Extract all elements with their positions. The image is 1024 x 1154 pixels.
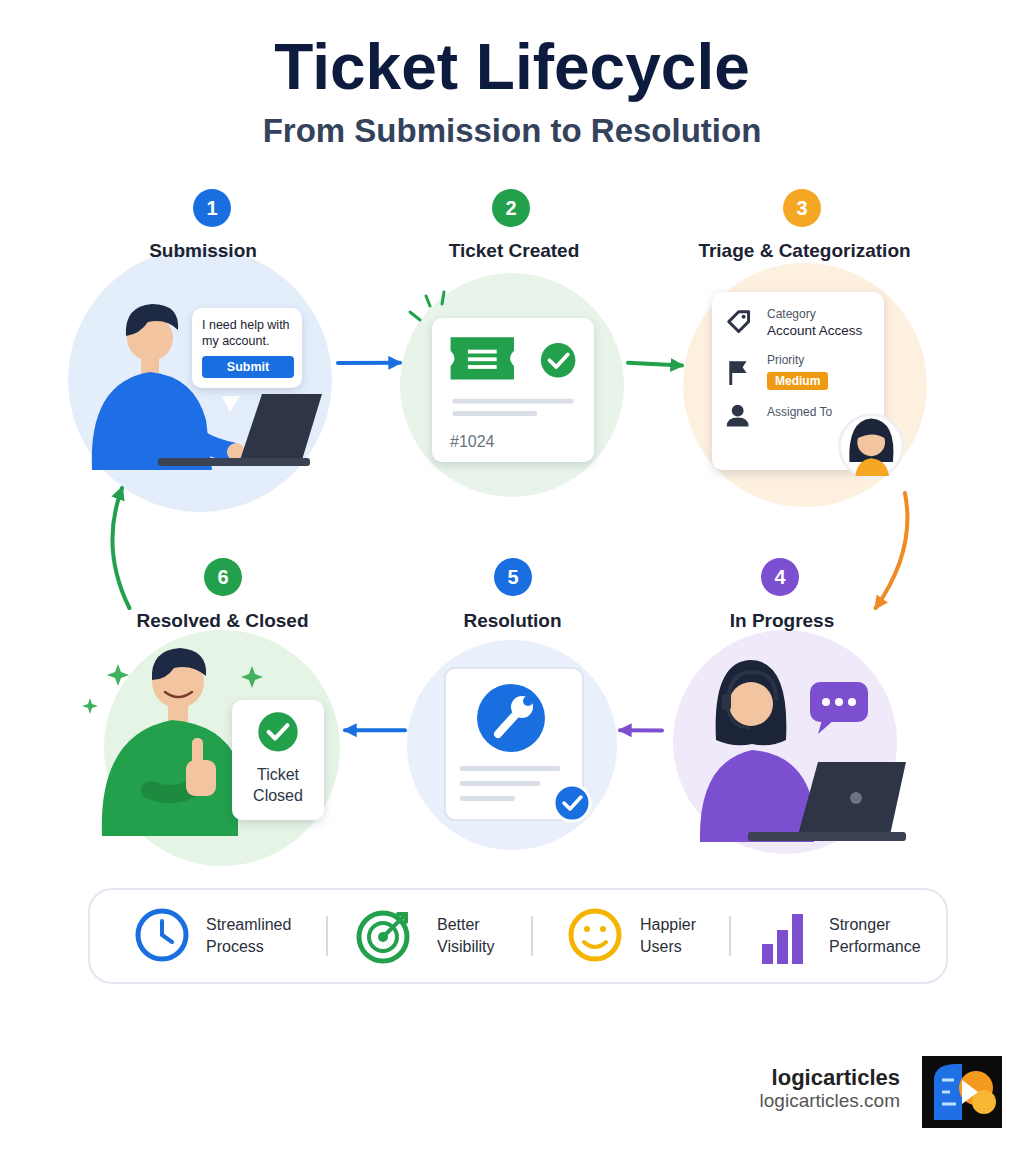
triage-card: CategoryAccount AccessPriorityMediumAssi…	[712, 292, 884, 470]
stage-area: Resolved & ClosedTicket Closed	[100, 608, 345, 843]
field-label: Category	[767, 306, 876, 322]
subtitle: From Submission to Resolution	[0, 110, 1024, 152]
flow-arrow	[628, 363, 682, 366]
field-label: Assigned To	[767, 404, 876, 420]
submit-button: Submit	[202, 356, 294, 378]
ticket-card: #1024	[432, 318, 594, 462]
field-value: Account Access	[767, 322, 876, 340]
stage-heading: Resolution	[405, 608, 620, 634]
flow-arrow	[620, 728, 662, 732]
flow-arrow	[112, 488, 129, 608]
callout-number: 2	[492, 189, 530, 227]
speech-bubble: I need help with my account. Submit	[192, 308, 302, 388]
stage-heading: Resolved & Closed	[100, 608, 345, 634]
stage-heading: Triage & Categorization	[682, 238, 927, 264]
card-text: Ticket Closed	[236, 764, 320, 806]
closed-card: Ticket Closed	[232, 700, 324, 820]
brand-url: logicarticles.com	[760, 1089, 900, 1113]
flow-arrow	[338, 361, 400, 365]
stage-heading: Ticket Created	[400, 238, 628, 264]
card-art	[90, 890, 946, 982]
callout-number: 1	[193, 189, 231, 227]
stage-area: In Progress	[662, 608, 902, 853]
stage-area: Resolution	[405, 608, 620, 843]
flow-arrow	[345, 728, 405, 732]
flow-arrow	[876, 493, 908, 608]
stage-heading: Submission	[68, 238, 338, 264]
field-label: Priority	[767, 352, 876, 368]
benefit-band: Streamlined Process Better Visibility Happ…	[88, 888, 948, 984]
stage-heading: In Progress	[662, 608, 902, 634]
callout-number: 4	[761, 558, 799, 596]
callout-number: 5	[494, 558, 532, 596]
brand-name: logicarticles	[772, 1064, 900, 1092]
stage-area: Submission I need help with my account. Su…	[68, 238, 338, 488]
callout-number: 3	[783, 189, 821, 227]
callout-number: 6	[204, 558, 242, 596]
stage-area: Triage & CategorizationCategoryAccount A…	[682, 238, 927, 493]
benefit-text: Happier Users	[640, 914, 716, 958]
ticket-number: #1024	[450, 432, 584, 452]
benefit-text: Streamlined Process	[206, 914, 310, 958]
priority-badge: Medium	[767, 372, 828, 390]
bubble-text: I need help with my account.	[202, 317, 294, 349]
benefit-text: Stronger Performance	[829, 914, 937, 958]
stage-area: Ticket Created #1024	[400, 238, 628, 498]
diagram-title: Ticket Lifecycle	[0, 28, 1024, 106]
benefit-text: Better Visibility	[437, 914, 519, 958]
